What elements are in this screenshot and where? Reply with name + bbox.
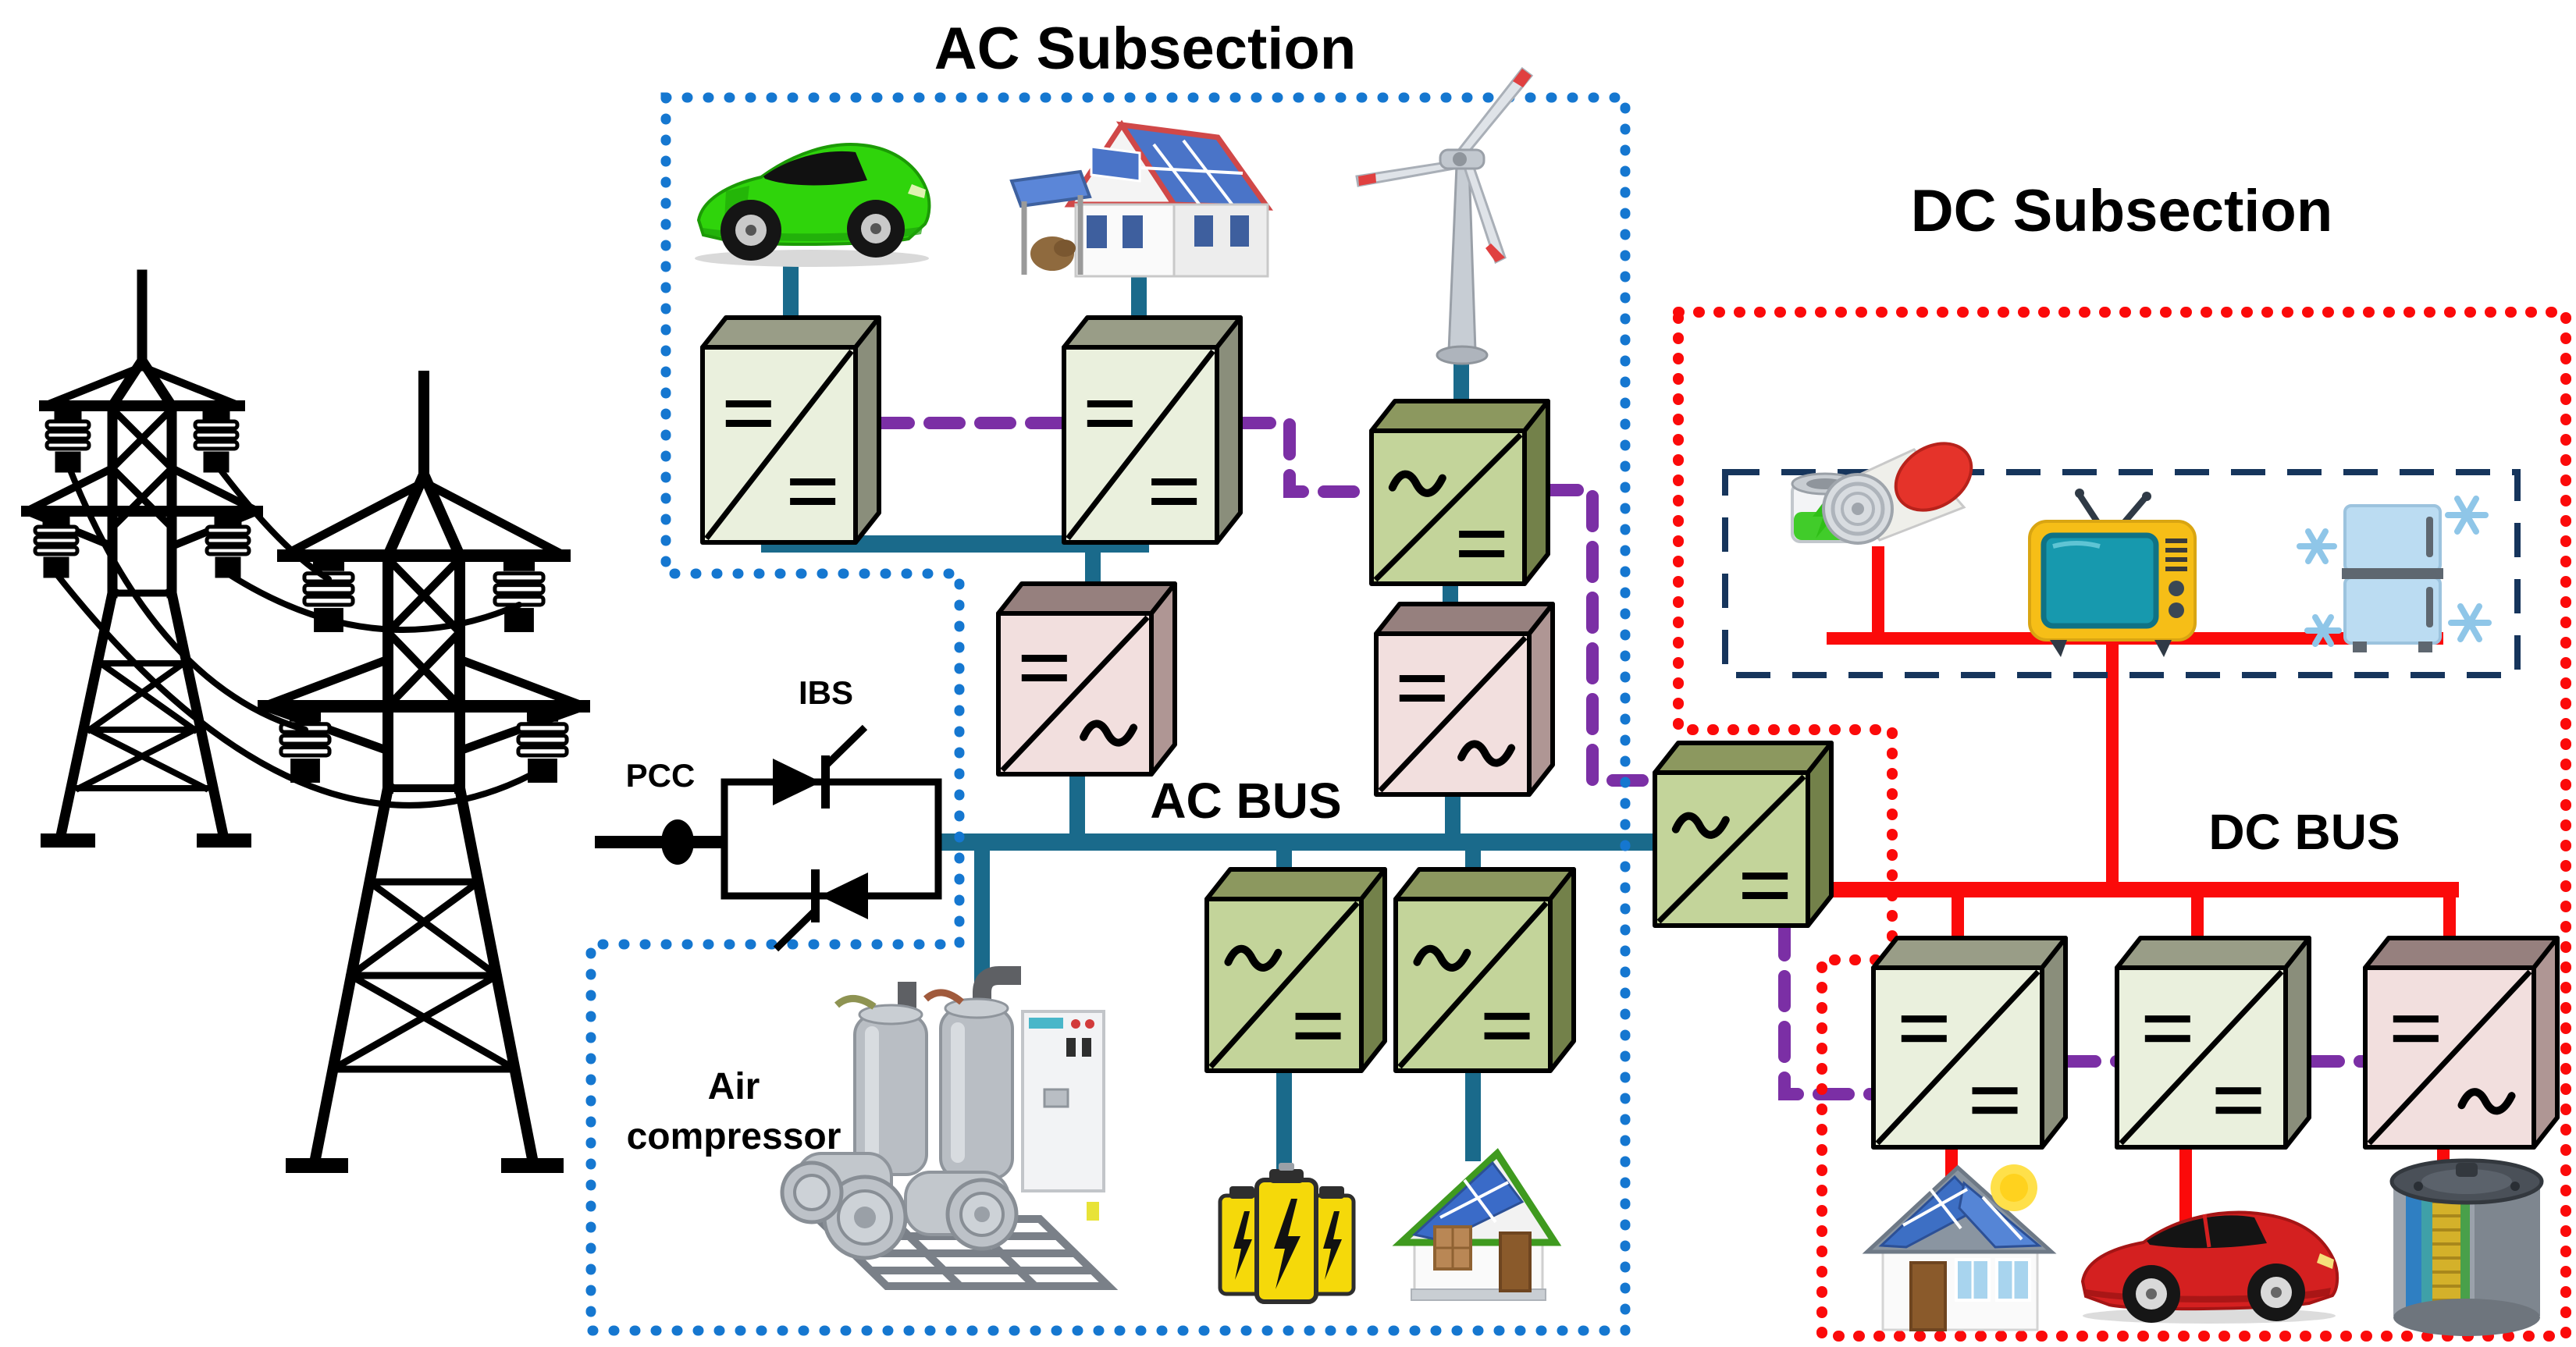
power-wires [53, 461, 546, 809]
insulator-icon [33, 512, 80, 578]
thyristor-forward-icon [773, 724, 868, 809]
insulator-icon [516, 707, 569, 783]
dc-section-title: DC Subsection [1911, 178, 2333, 244]
insulator-icon [205, 512, 251, 578]
battery-cell [1308, 1186, 1356, 1296]
solar-house-icon [1009, 119, 1273, 278]
pylon-back [21, 269, 263, 848]
ibs-static-switch [720, 724, 942, 952]
flywheel-dc-ac-inverter [2363, 936, 2560, 1150]
ac-bus-label: AC BUS [1150, 773, 1341, 829]
dc-bus-label: DC BUS [2208, 804, 2400, 860]
transmission-towers-icon [21, 269, 590, 1173]
tv-icon [2028, 489, 2197, 657]
wind-ac-dc-converter [1369, 399, 1550, 586]
pcc-node [661, 819, 694, 865]
ac-subsection-border [585, 92, 1631, 1336]
insulator-icon [193, 407, 240, 473]
air-compressor-label-line1: Air [708, 1066, 760, 1107]
ac-section-title: AC Subsection [934, 16, 1357, 82]
battery-cell [1254, 1163, 1318, 1304]
battery-ac-dc-converter [1204, 867, 1387, 1073]
ev-car-icon [695, 143, 931, 267]
insulators [33, 407, 569, 783]
dc-solar-house-icon [1862, 1164, 2057, 1331]
interlinking-converter [1653, 741, 1834, 928]
wind-dc-ac-inverter [1374, 602, 1555, 797]
insulator-icon [493, 556, 546, 632]
flywheel-storage-icon [2389, 1158, 2544, 1336]
house-ac-dc-converter [1393, 867, 1576, 1073]
ev-dc-dc-converter [700, 315, 881, 545]
thyristor-reverse-icon [773, 869, 868, 952]
dc-house-dc-dc-converter [1871, 936, 2068, 1150]
battery-cell [1218, 1186, 1266, 1296]
ev-dc-ac-inverter [996, 581, 1177, 777]
house-dc-dc-converter [1062, 315, 1243, 545]
wind-turbine-icon [1355, 66, 1534, 365]
refrigerator-icon [2297, 496, 2492, 652]
dc-ev-dc-dc-converter [2115, 936, 2311, 1150]
air-compressor-icon [780, 966, 1119, 1290]
small-solar-house-icon [1392, 1148, 1562, 1301]
dc-loads-border [1722, 469, 2521, 678]
dc-battery-icon [1791, 442, 1973, 545]
dc-subsection-border [1673, 307, 2571, 1342]
ibs-label: IBS [799, 674, 853, 711]
snowflakes [2297, 496, 2492, 647]
battery-bank-icon [1218, 1163, 1356, 1304]
grid-feed-line [595, 819, 726, 865]
dc-ev-car-icon [2080, 1210, 2339, 1324]
air-compressor-label-line2: compressor [627, 1116, 841, 1157]
pcc-label: PCC [626, 757, 696, 794]
lying-battery [1822, 442, 1973, 545]
